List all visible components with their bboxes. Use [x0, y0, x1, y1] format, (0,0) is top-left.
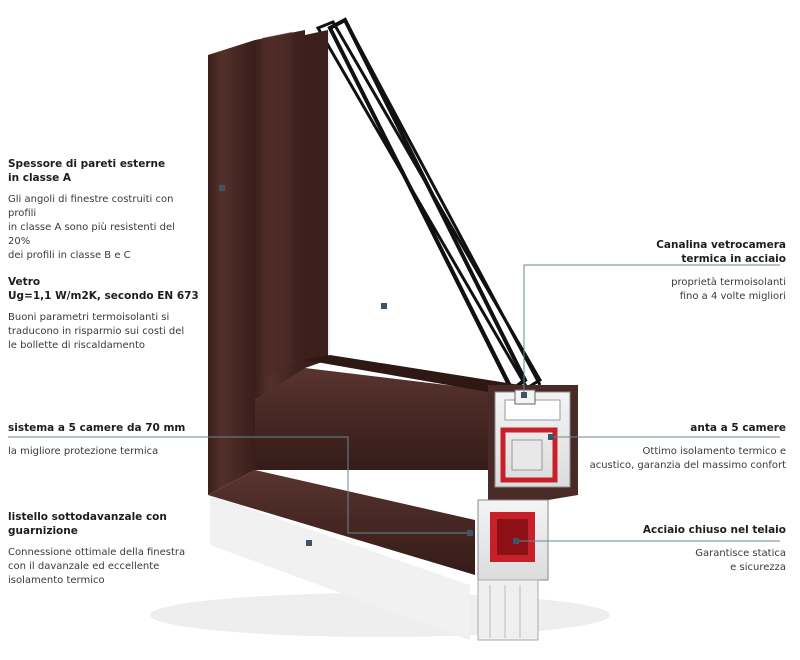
leader-canalina — [523, 264, 780, 395]
callout-acciaio-desc: Garantisce statica e sicurezza — [695, 548, 786, 573]
callout-canalina: Canalina vetrocamera termica in acciaio … — [546, 238, 786, 304]
glass-panes — [308, 17, 543, 394]
callout-vetro-desc: Buoni parametri termoisolanti si traduco… — [8, 312, 185, 351]
markers — [219, 185, 554, 546]
callout-spessore-title: Spessore di pareti esterne in classe A — [8, 158, 166, 184]
callout-canalina-title: Canalina vetrocamera termica in acciaio — [656, 239, 786, 265]
callout-anta-title: anta a 5 camere — [690, 422, 786, 434]
callout-listello-title: listello sottodavanzale con guarnizione — [8, 511, 167, 537]
leader-lines — [8, 264, 780, 542]
sill-base — [210, 495, 470, 640]
callout-listello-desc: Connessione ottimale della finestra con … — [8, 547, 186, 586]
callout-sistema-title: sistema a 5 camere da 70 mm — [8, 422, 186, 434]
callout-anta-desc: Ottimo isolamento termico e acustico, ga… — [589, 446, 786, 471]
callout-spessore-desc: Gli angoli di finestre costruiti con pro… — [8, 194, 175, 261]
callout-listello: listello sottodavanzale con guarnizione … — [8, 510, 208, 588]
callout-acciaio: Acciaio chiuso nel telaio Garantisce sta… — [546, 523, 786, 575]
callout-vetro: Vetro Ug=1,1 W/m2K, secondo EN 673 Buoni… — [8, 275, 208, 353]
marker-acciaio — [513, 538, 519, 544]
marker-canalina — [521, 392, 527, 398]
marker-spessore — [219, 185, 225, 191]
marker-anta — [548, 434, 554, 440]
callout-canalina-desc: proprietà termoisolanti fino a 4 volte m… — [671, 277, 786, 302]
callout-acciaio-title: Acciaio chiuso nel telaio — [642, 524, 786, 536]
sash-horizontal — [255, 368, 488, 470]
marker-sistema — [467, 530, 473, 536]
callout-spessore: Spessore di pareti esterne in classe A G… — [8, 157, 198, 263]
marker-vetro — [381, 303, 387, 309]
callout-anta: anta a 5 camere Ottimo isolamento termic… — [546, 421, 786, 473]
frame-vertical — [208, 40, 255, 495]
callout-vetro-title: Vetro Ug=1,1 W/m2K, secondo EN 673 — [8, 276, 199, 302]
marker-listello — [306, 540, 312, 546]
callout-sistema: sistema a 5 camere da 70 mm la migliore … — [8, 421, 208, 459]
frame-horizontal — [208, 470, 475, 575]
leader-sistema — [8, 436, 470, 534]
callout-sistema-desc: la migliore protezione termica — [8, 446, 159, 457]
